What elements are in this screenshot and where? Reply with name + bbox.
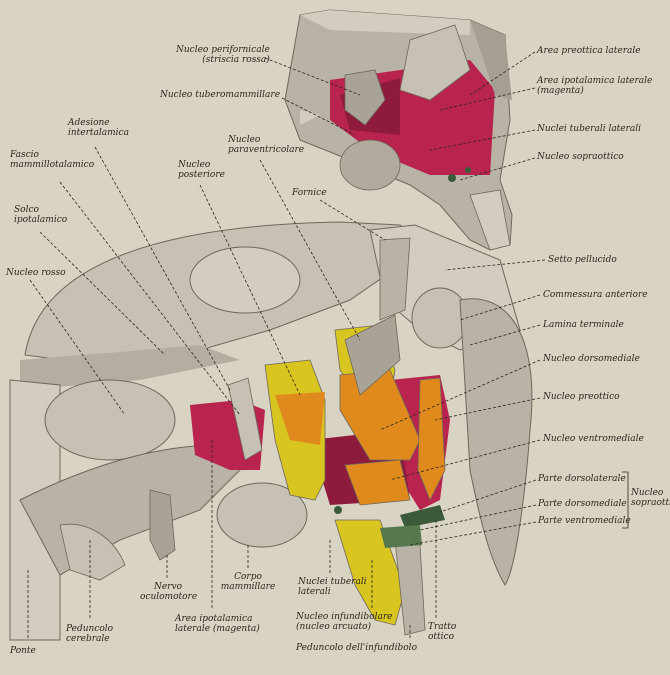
label-ponte: Ponte <box>10 646 36 656</box>
label-fornice: Fornice <box>292 188 327 198</box>
label-parte-dorsomediale: Parte dorsomediale <box>538 499 627 509</box>
fornix <box>379 237 411 321</box>
inset-mammillary-body <box>339 139 401 191</box>
label-nucleo-dorsomediale: Nucleo dorsomediale <box>543 354 640 364</box>
mammillothalamic-tract <box>227 377 263 461</box>
label-setto-pellucido: Setto pellucido <box>548 255 617 265</box>
ventromedial-nucleus <box>344 459 411 506</box>
label-parte-dorsolaterale: Parte dorsolaterale <box>538 474 626 484</box>
anterior-commissure <box>411 287 469 349</box>
label-commessura-anteriore: Commessura anteriore <box>543 290 648 300</box>
label-nucleo-tuberomammillare: Nucleo tuberomammillare <box>160 90 281 100</box>
inset-drawing <box>284 9 513 251</box>
label-nucleo-perifornicale: Nucleo perifornicale(striscia rossa) <box>176 45 270 65</box>
leader-lines <box>27 51 629 640</box>
oculomotor-nerve <box>149 489 176 561</box>
label-nucleo-rosso: Nucleo rosso <box>6 268 66 278</box>
label-area-preottica-laterale: Area preottica laterale <box>537 46 641 56</box>
label-nucleo-sopraottico-inset: Nucleo sopraottico <box>537 152 624 162</box>
label-area-ipotalamica-laterale-inset: Area ipotalamica laterale(magenta) <box>537 76 653 96</box>
label-nucleo-infundibolare: Nucleo infundibolare(nucleo arcuato) <box>296 612 393 632</box>
label-parte-ventromediale: Parte ventromediale <box>538 516 631 526</box>
lateral-tuberal-nuclei <box>334 506 342 514</box>
label-peduncolo-infundibolo: Peduncolo dell'infundibolo <box>296 643 417 653</box>
label-nuclei-tuberali-laterali-inset: Nuclei tuberali laterali <box>537 124 642 134</box>
preoptic-nucleus <box>417 377 446 501</box>
red-nucleus <box>44 379 176 461</box>
label-nucleo-ventromediale: Nucleo ventromediale <box>543 434 644 444</box>
inset-fornix <box>399 24 471 101</box>
mammillary-body <box>216 482 308 548</box>
label-nucleo-preottico: Nucleo preottico <box>543 392 620 402</box>
label-lamina-terminale: Lamina terminale <box>543 320 624 330</box>
main-drawing <box>9 221 533 641</box>
